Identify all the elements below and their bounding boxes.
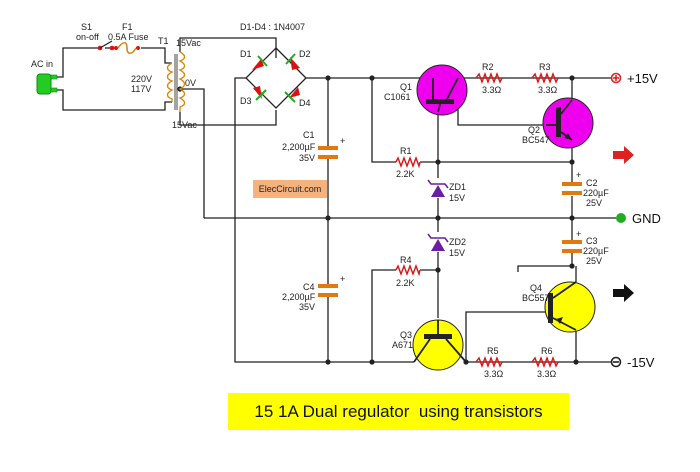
c3-ref: C3	[586, 236, 598, 246]
q1-value: C1061	[384, 92, 411, 102]
transistor-q1	[416, 64, 468, 116]
diagram-title: 15 1A Dual regulator using transistors	[228, 393, 569, 430]
fuse-ref: F1	[122, 22, 133, 32]
zd2-ref: ZD2	[449, 237, 466, 247]
c1-voltage: 35V	[299, 153, 315, 163]
svg-text:+: +	[576, 229, 581, 239]
transformer-secondary-top: 15Vac	[176, 38, 201, 48]
zd1-ref: ZD1	[449, 182, 466, 192]
resistor-r2	[475, 72, 503, 84]
resistor-r5	[475, 356, 503, 368]
plug-icon	[36, 73, 58, 95]
diode-d1	[252, 55, 268, 70]
arrow-right-red-icon	[613, 146, 634, 164]
r5-value: 3.3Ω	[484, 369, 504, 379]
transformer-center-tap: 0V	[185, 78, 196, 88]
r3-ref: R3	[539, 62, 551, 72]
ground-terminal-icon	[616, 213, 626, 223]
transformer-ref: T1	[158, 36, 169, 46]
switch-ref: S1	[81, 22, 92, 32]
c2-ref: C2	[586, 178, 598, 188]
fuse-f1	[114, 41, 140, 55]
zd2-value: 15V	[449, 248, 465, 258]
diode-d3-ref: D3	[240, 96, 252, 106]
r4-ref: R4	[400, 255, 412, 265]
q2-value: BC547	[522, 135, 550, 145]
r3-value: 3.3Ω	[538, 85, 558, 95]
zener-zd1	[427, 179, 449, 197]
svg-text:+: +	[340, 274, 345, 284]
capacitor-c4: +	[318, 274, 345, 300]
ac-in-label: AC in	[31, 59, 53, 69]
c2-voltage: 25V	[586, 198, 602, 208]
output-positive-label: +15V	[627, 71, 658, 86]
zener-zd2	[427, 233, 449, 251]
r6-value: 3.3Ω	[537, 369, 557, 379]
junction-dots	[177, 75, 579, 365]
wiring	[55, 37, 616, 363]
transformer-primary-1: 220V	[131, 74, 152, 84]
c4-value: 2,200µF	[282, 292, 316, 302]
c3-value: 220µF	[583, 246, 609, 256]
transformer-t1	[166, 51, 186, 112]
switch-s1	[97, 40, 115, 51]
r5-ref: R5	[487, 346, 499, 356]
diode-d1-ref: D1	[240, 49, 252, 59]
diode-d2	[285, 53, 300, 70]
c3-voltage: 25V	[586, 256, 602, 266]
negative-terminal-icon	[610, 356, 622, 368]
q3-value: A671	[392, 340, 413, 350]
q4-ref: Q4	[530, 283, 542, 293]
diode-d3	[253, 86, 267, 101]
transistor-q3	[412, 319, 467, 371]
fuse-value: 0.5A Fuse	[108, 32, 149, 42]
output-negative-label: -15V	[627, 355, 655, 370]
q3-ref: Q3	[400, 330, 412, 340]
c2-value: 220µF	[583, 188, 609, 198]
zd1-value: 15V	[449, 193, 465, 203]
bridge-rectifier	[245, 47, 307, 109]
transformer-secondary-bottom: 15Vac	[172, 120, 197, 130]
q4-value: BC557	[522, 293, 550, 303]
transformer-primary-2: 117V	[131, 84, 151, 94]
diode-d2-ref: D2	[299, 49, 311, 59]
resistor-r3	[531, 72, 559, 84]
transistor-q4	[544, 281, 596, 333]
q1-ref: Q1	[400, 82, 412, 92]
c1-value: 2,200µF	[282, 142, 316, 152]
c4-voltage: 35V	[299, 302, 315, 312]
resistor-r6	[531, 356, 559, 368]
r4-value: 2.2K	[396, 278, 415, 288]
capacitor-c3: +	[562, 229, 582, 253]
transistor-q2	[542, 97, 594, 149]
r6-ref: R6	[541, 346, 553, 356]
diode-d4-ref: D4	[299, 98, 311, 108]
svg-text:+: +	[576, 170, 581, 180]
r1-value: 2.2K	[396, 169, 415, 179]
bridge-title: D1-D4 : 1N4007	[240, 22, 305, 32]
diode-d4	[284, 87, 300, 103]
r2-ref: R2	[482, 62, 494, 72]
r1-ref: R1	[400, 146, 412, 156]
capacitor-c2: +	[562, 170, 582, 195]
positive-terminal-icon	[610, 72, 622, 84]
c4-ref: C4	[303, 282, 315, 292]
svg-text:+: +	[340, 136, 345, 146]
c1-ref: C1	[303, 130, 315, 140]
capacitor-c1: +	[318, 136, 345, 163]
arrow-right-black-icon	[613, 284, 634, 302]
resistor-r1	[395, 156, 421, 169]
switch-value: on-off	[76, 32, 99, 42]
brand-watermark: ElecCircuit.com	[253, 180, 327, 198]
output-ground-label: GND	[632, 211, 661, 226]
q2-ref: Q2	[528, 125, 540, 135]
r2-value: 3.3Ω	[482, 85, 502, 95]
resistor-r4	[395, 264, 421, 277]
